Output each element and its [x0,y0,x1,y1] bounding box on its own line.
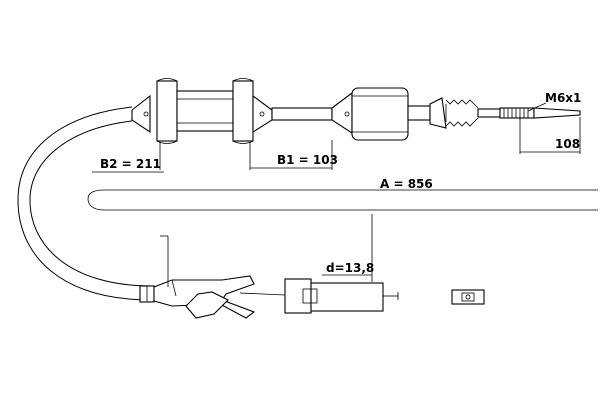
dimension-b2-label: B2 = 211 [100,157,161,171]
cable-loop [17,106,153,301]
dimension-lines [87,102,598,287]
upper-adjuster [131,78,581,144]
clip-detail [451,289,485,305]
diameter-label: d=13,8 [326,261,374,275]
lower-connector [284,278,399,314]
thread-length-label: 108 [555,137,580,151]
lower-sheath-end [139,285,155,303]
dimension-b1-label: B1 = 103 [277,153,338,167]
lower-clevis [153,275,286,319]
dimension-a-label: A = 856 [380,177,433,191]
thread-size-label: M6x1 [545,91,581,105]
